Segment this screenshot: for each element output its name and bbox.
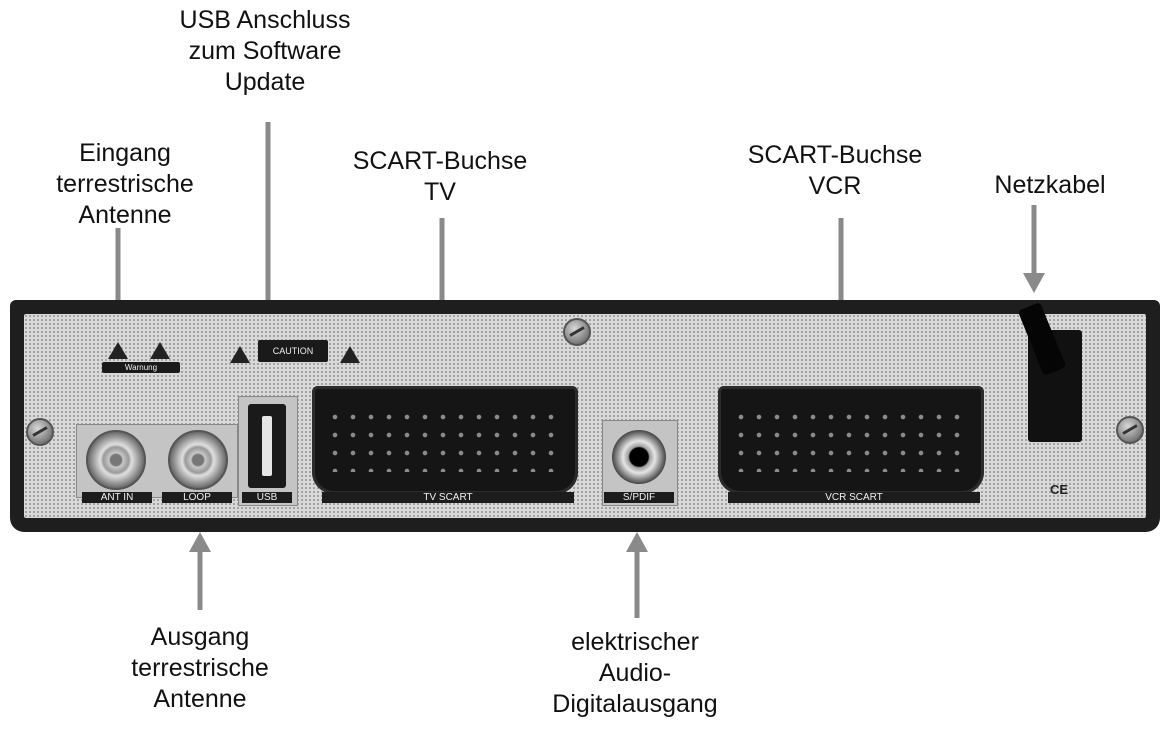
label-scart-vcr-line2: VCR bbox=[808, 172, 862, 200]
label-eingang-line1: Eingang bbox=[79, 139, 171, 167]
caution-sticker: CAUTION bbox=[258, 340, 328, 362]
label-ausgang-line1: Ausgang bbox=[150, 623, 250, 651]
screw-left-icon bbox=[26, 418, 54, 446]
warning-triangle-icon bbox=[340, 346, 360, 363]
arrow-audio bbox=[625, 532, 649, 618]
loop-port[interactable] bbox=[168, 430, 228, 490]
warning-triangle-icon bbox=[108, 342, 128, 359]
label-audio-line3: Digitalausgang bbox=[552, 690, 718, 718]
label-ausgang-line3: Antenne bbox=[153, 685, 247, 713]
label-eingang-line3: Antenne bbox=[78, 201, 172, 229]
warning-sticker: Warnung bbox=[102, 362, 180, 373]
loop-label: LOOP bbox=[162, 492, 232, 503]
ant-in-label: ANT IN bbox=[82, 492, 152, 503]
label-netzkabel: Netzkabel bbox=[975, 170, 1125, 201]
label-scart-tv-line1: SCART-Buchse bbox=[352, 147, 528, 175]
label-usb: USB Anschluss zum Software Update bbox=[165, 5, 365, 98]
label-scart-tv-line2: TV bbox=[424, 178, 456, 206]
label-netzkabel-line1: Netzkabel bbox=[994, 171, 1106, 199]
ant-in-port[interactable] bbox=[86, 430, 146, 490]
spdif-port[interactable] bbox=[612, 430, 666, 484]
arrow-netzkabel bbox=[1022, 205, 1046, 293]
label-scart-vcr-line1: SCART-Buchse bbox=[747, 141, 923, 169]
label-usb-line1: USB Anschluss bbox=[179, 6, 351, 34]
usb-port[interactable] bbox=[248, 404, 286, 488]
warning-triangle-icon bbox=[230, 346, 250, 363]
label-eingang-line2: terrestrische bbox=[56, 170, 194, 198]
screw-top-icon bbox=[563, 318, 591, 346]
label-usb-line2: zum Software bbox=[188, 37, 342, 65]
label-ausgang-line2: terrestrische bbox=[131, 654, 269, 682]
receiver-back-panel: Warnung CAUTION ANT IN LOOP USB TV SCART… bbox=[10, 300, 1160, 532]
label-scart-tv: SCART-Buchse TV bbox=[325, 146, 555, 208]
certification-marks: CE bbox=[1050, 482, 1069, 497]
label-eingang-antenne: Eingang terrestrische Antenne bbox=[45, 138, 205, 231]
tv-scart-label: TV SCART bbox=[322, 492, 574, 503]
arrow-ausgang bbox=[188, 532, 212, 610]
spdif-label: S/PDIF bbox=[604, 492, 674, 503]
label-audio-line1: elektrischer bbox=[571, 628, 699, 656]
label-usb-line3: Update bbox=[224, 68, 306, 96]
tv-scart-port[interactable] bbox=[312, 386, 578, 494]
vcr-scart-port[interactable] bbox=[718, 386, 984, 494]
label-ausgang-antenne: Ausgang terrestrische Antenne bbox=[115, 622, 285, 715]
warning-triangle-icon bbox=[150, 342, 170, 359]
screw-right-icon bbox=[1116, 416, 1144, 444]
usb-label: USB bbox=[242, 492, 292, 503]
vcr-scart-label: VCR SCART bbox=[728, 492, 980, 503]
label-scart-vcr: SCART-Buchse VCR bbox=[720, 140, 950, 202]
label-audio-digital: elektrischer Audio- Digitalausgang bbox=[540, 627, 730, 720]
label-audio-line2: Audio- bbox=[598, 659, 672, 687]
